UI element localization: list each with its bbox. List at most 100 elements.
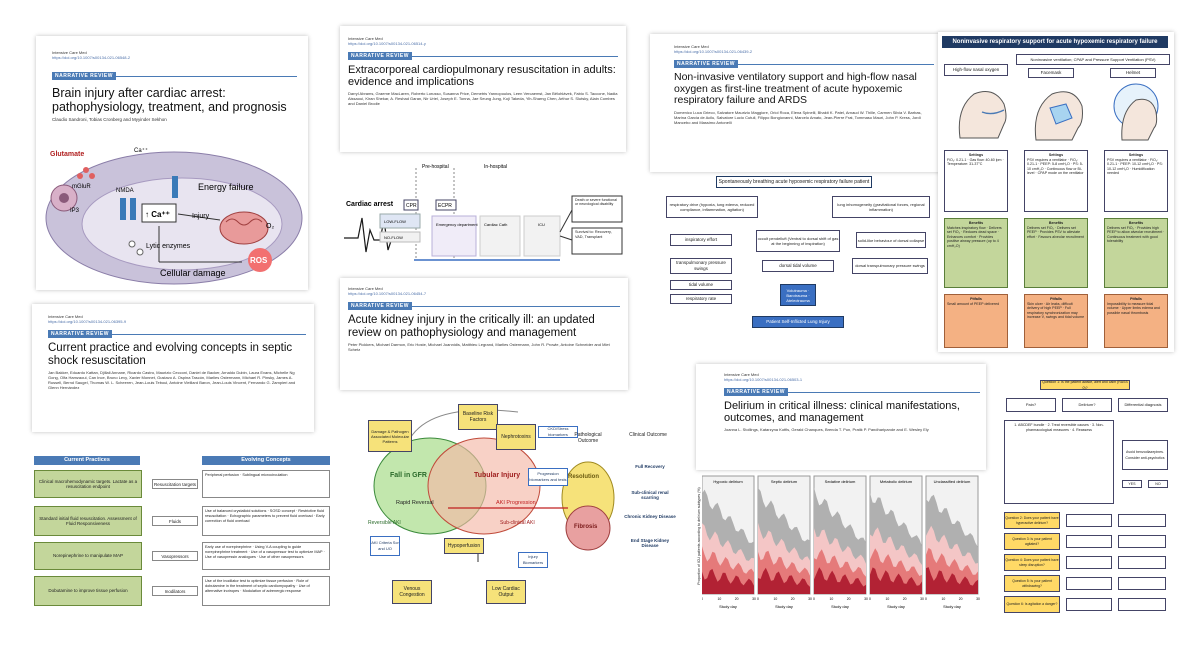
paper-title: Brain injury after cardiac arrest: patho… (52, 86, 287, 114)
flow-answer-box (1066, 577, 1112, 590)
current-practices-header: Current Practices (34, 456, 140, 465)
concept-category-label: Inodilators (152, 586, 198, 596)
damp-box: Damage & Pathogen Associated Molecular P… (368, 420, 412, 452)
benefits-header-3: Benefits (1128, 221, 1144, 225)
aki-criteria-box: AKI Criteria Scr and UO (370, 536, 400, 556)
concept-category-label: Vasopressors (152, 551, 198, 561)
narrative-review-label: NARRATIVE REVIEW (48, 330, 112, 338)
paper-authors: Claudio Sandroni, Tobias Cronberg and My… (52, 117, 167, 122)
cardiac-arrest-label: Cardiac arrest (346, 201, 394, 208)
hfno-header: High-flow nasal oxygen (944, 64, 1008, 76)
ards-top-box: Spontaneously breathing acute hypoxemic … (716, 176, 872, 188)
paper-card-ecpr[interactable]: Intensive Care Med https://doi.org/10.10… (340, 26, 626, 152)
flow-action-box (1118, 598, 1166, 611)
evolving-concept-box: Use of the inodilator test to optimize t… (202, 576, 330, 606)
helmet-benefits: Delivers set FiO₂ · Provides high PEEP t… (1107, 225, 1165, 244)
niv-header: Noninvasive ventilation; CPAP and Pressu… (1016, 54, 1170, 65)
pendelluft-box: occult pendelluft (Ventral to dorsal shi… (756, 230, 840, 252)
hypoperfusion-box: Hypoperfusion (444, 538, 484, 554)
doi-link[interactable]: https://doi.org/10.1007/s00134-021-06395… (48, 319, 127, 324)
paper-title: Extracorporeal cardiopulmonary resuscita… (348, 64, 616, 88)
death-outcome-box: Death or severe functional or neurologic… (575, 198, 617, 207)
o2-label: O₂ (266, 223, 274, 230)
in-hospital-label: In-hospital (484, 164, 507, 170)
flow-question-box: Question 4: Does your patient have sleep… (1004, 554, 1060, 571)
paper-card-niv[interactable]: Intensive Care Med https://doi.org/10.10… (650, 34, 940, 172)
delirium-area-layer (926, 567, 978, 594)
paper-authors: Darryl Abrams, Graeme MacLaren, Roberto … (348, 91, 618, 106)
x-tick-label: 30 (976, 597, 980, 601)
x-tick-label: 20 (791, 597, 795, 601)
concept-category-label: Resuscitation targets (152, 479, 198, 489)
panel-title: Metabolic delirium (880, 479, 913, 484)
doi-link[interactable]: https://doi.org/10.1007/s00134-021-06548… (52, 55, 131, 60)
aki-pathophysiology-diagram: Baseline Risk Factors Damage & Pathogen … (368, 402, 684, 618)
doi-link[interactable]: https://doi.org/10.1007/s00134-021-06454… (348, 291, 427, 296)
paper-card-septic-shock[interactable]: Intensive Care Med https://doi.org/10.10… (32, 304, 314, 432)
delirium-box: Delirium? (1062, 398, 1112, 412)
hfno-benefits: Matches inspiratory flow · Delivers set … (947, 225, 1002, 248)
glutamate-label: Glutamate (50, 151, 84, 158)
injury-biomarkers-box: Injury Biomarkers (518, 552, 548, 568)
journal-name: Intensive Care Med (348, 36, 383, 41)
doi-link[interactable]: https://doi.org/10.1007/s00134-021-06514… (348, 41, 426, 46)
flow-action-box (1118, 535, 1166, 548)
settings-header-3: Settings (1128, 153, 1144, 157)
facemask-benefits: Delivers set FiO₂ · Delivers set PEEP · … (1027, 225, 1084, 239)
paper-title: Current practice and evolving concepts i… (48, 342, 293, 367)
facemask-settings: PSV requires a ventilator · FiO₂: 0.21-1… (1027, 157, 1084, 176)
tubular-injury-label: Tubular Injury (474, 472, 521, 479)
resolution-label: Resolution (568, 474, 599, 480)
ecpr-timeline-diagram: Cardiac arrest Pre-hospital In-hospital … (344, 164, 623, 261)
delirium-flowchart: Question 1: Is the patient awake, alert … (1000, 380, 1170, 620)
evolving-concept-box: Early use of norepinephrine · Using V-A … (202, 542, 330, 570)
x-tick-label: 0 (813, 597, 815, 601)
x-tick-label: 20 (959, 597, 963, 601)
flow-question-box: Question 6: Is agitation a danger? (1004, 596, 1060, 613)
paper-authors: Domenico Luca Grieco, Salvatore Maurizio… (674, 109, 922, 125)
journal-name: Intensive Care Med (674, 44, 709, 49)
aki-progression-label: AKI Progression (496, 500, 536, 506)
flow-answer-box (1066, 535, 1112, 548)
ckd-label: Chronic Kidney Disease (624, 514, 676, 519)
cpr-label: CPR (406, 203, 417, 209)
narrative-review-label: NARRATIVE REVIEW (724, 388, 788, 396)
current-practice-box: Norepinephrine to manipulate MAP (34, 542, 142, 570)
hfno-pitfalls: Small amount of PEEP delivered (947, 301, 1000, 306)
noflow-label: NO-FLOW (384, 235, 403, 240)
icu-label: ICU (538, 222, 545, 227)
paper-card-aki[interactable]: Intensive Care Med https://doi.org/10.10… (340, 278, 628, 390)
flow-action-box (1118, 514, 1166, 527)
flow-answer-box (1066, 556, 1112, 569)
trauma-box: Volutrauma · Barotrauma · Atelectrauma (780, 284, 816, 306)
panel-xlabel: Study day (943, 604, 961, 609)
effort-box: inspiratory effort (670, 234, 732, 246)
lowflow-label: LOW-FLOW (384, 219, 406, 224)
panel-title: Septic delirium (771, 479, 798, 484)
nephrotoxins-box: Nephrotoxins (496, 424, 536, 450)
paper-card-delirium[interactable]: Intensive Care Med https://doi.org/10.10… (696, 364, 986, 470)
paper-card-brain-injury[interactable]: Intensive Care Med https://doi.org/10.10… (36, 36, 308, 290)
x-tick-label: 30 (920, 597, 924, 601)
hfno-settings: FiO₂: 0.21-1 · Gas flow: 40-60 lpm · Tem… (947, 157, 1004, 167)
current-practice-box: Dobutamine to improve tissue perfusion (34, 576, 142, 606)
evolving-concept-box: Use of balanced crystalloid solutions · … (202, 506, 330, 536)
cellular-damage-label: Cellular damage (160, 268, 226, 278)
dtv-box: dorsal tidal volume (762, 260, 834, 272)
x-tick-label: 20 (847, 597, 851, 601)
doi-link[interactable]: https://doi.org/10.1007/s00134-021-06439… (674, 49, 753, 54)
patient-illustrations (958, 83, 1159, 141)
pathological-outcome-label: Pathological Outcome (574, 432, 602, 444)
panel-title: Unclassified delirium (934, 479, 971, 484)
emergency-department-label: Emergency department (436, 222, 478, 227)
nmda-label: NMDA (116, 188, 134, 194)
evolving-concepts-header: Evolving Concepts (202, 456, 330, 465)
flow-action-box (1118, 556, 1166, 569)
journal-name: Intensive Care Med (52, 50, 87, 55)
doi-link[interactable]: https://doi.org/10.1007/s00134-021-06503… (724, 377, 803, 382)
journal-name: Intensive Care Med (348, 286, 383, 291)
panel-title: Hypoxic delirium (713, 479, 743, 484)
x-tick-label: 0 (702, 597, 703, 601)
x-tick-label: 20 (903, 597, 907, 601)
